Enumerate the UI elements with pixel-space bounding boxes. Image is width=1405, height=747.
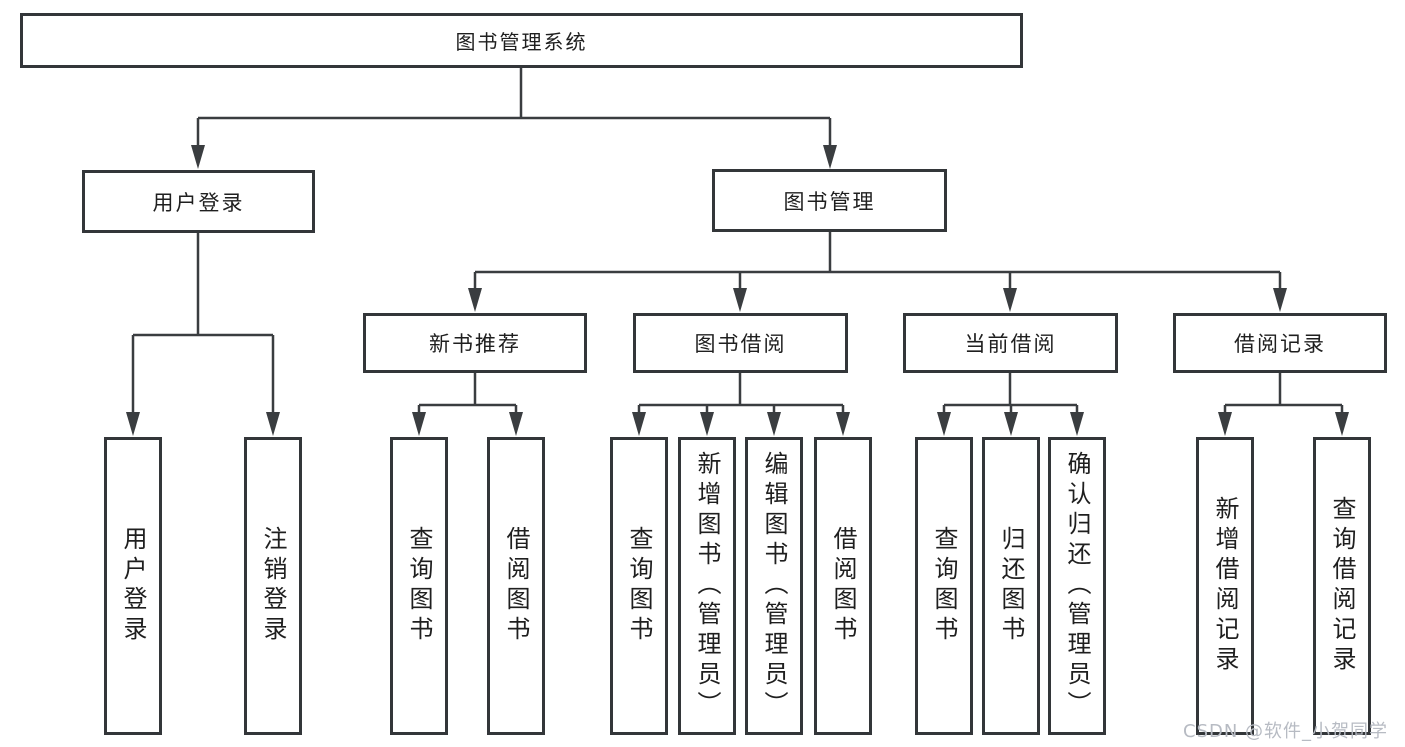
node-current-borrowing: 当前借阅 xyxy=(903,313,1118,373)
leaf-query-books-1: 查询图书 xyxy=(390,437,448,735)
node-new-book-recommendation: 新书推荐 xyxy=(363,313,587,373)
node-book-management: 图书管理 xyxy=(712,169,947,232)
leaf-confirm-return-admin: 确认归还（管理员） xyxy=(1048,437,1106,735)
node-library-management-system: 图书管理系统 xyxy=(20,13,1023,68)
node-borrowing-records: 借阅记录 xyxy=(1173,313,1387,373)
leaf-user-login: 用户登录 xyxy=(104,437,162,735)
leaf-logout: 注销登录 xyxy=(244,437,302,735)
leaf-add-borrow-record: 新增借阅记录 xyxy=(1196,437,1254,735)
csdn-watermark: CSDN @软件_小贺同学 xyxy=(1183,721,1389,742)
leaf-add-books-admin: 新增图书（管理员） xyxy=(678,437,736,735)
leaf-return-books: 归还图书 xyxy=(982,437,1040,735)
leaf-borrow-books-2: 借阅图书 xyxy=(814,437,872,735)
leaf-query-books-3: 查询图书 xyxy=(915,437,973,735)
node-book-borrowing: 图书借阅 xyxy=(633,313,848,373)
leaf-edit-books-admin: 编辑图书（管理员） xyxy=(745,437,803,735)
leaf-borrow-books-1: 借阅图书 xyxy=(487,437,545,735)
node-user-login: 用户登录 xyxy=(82,170,315,233)
leaf-query-borrow-record: 查询借阅记录 xyxy=(1313,437,1371,735)
leaf-query-books-2: 查询图书 xyxy=(610,437,668,735)
